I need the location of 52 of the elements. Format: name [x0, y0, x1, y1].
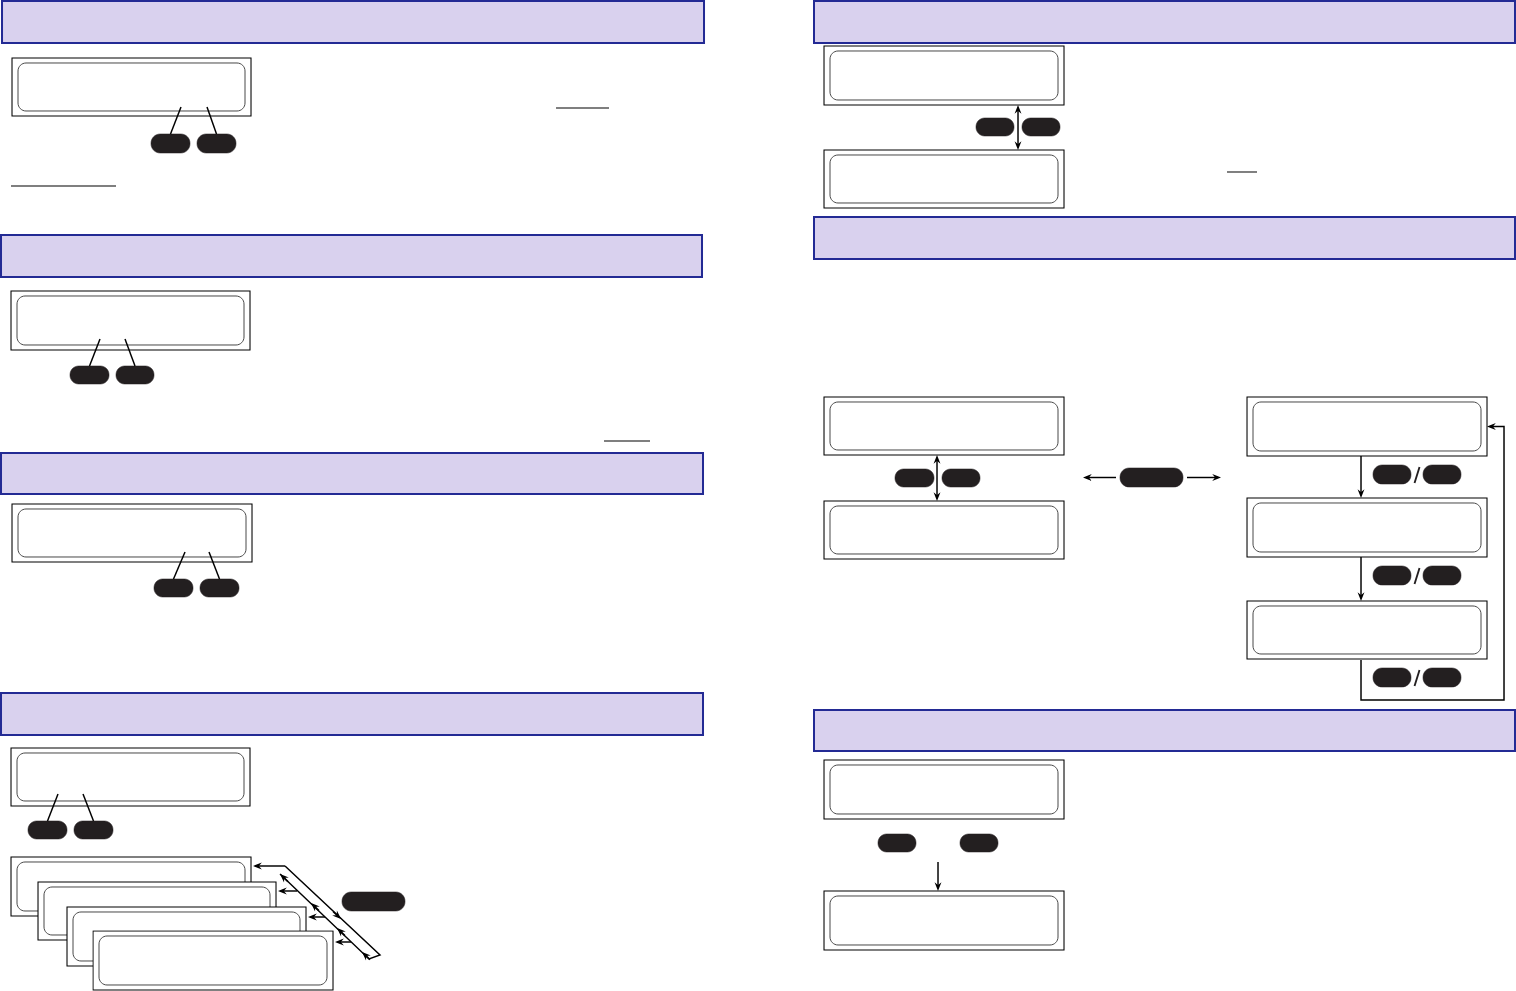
lcd-display	[823, 149, 1065, 209]
button	[894, 468, 935, 488]
button	[1372, 565, 1412, 586]
header-bar	[813, 709, 1516, 752]
header-bar	[1, 0, 705, 44]
lcd-display	[823, 759, 1065, 820]
button	[199, 578, 240, 598]
button	[877, 833, 917, 853]
header-bar	[813, 0, 1516, 44]
header-bar	[813, 216, 1516, 260]
leader-line	[208, 551, 221, 580]
button	[1422, 464, 1462, 485]
button	[975, 117, 1015, 137]
button	[196, 133, 237, 154]
lcd-display	[823, 396, 1065, 456]
lcd-display	[92, 930, 334, 991]
cycle-band	[279, 865, 382, 961]
button	[959, 833, 999, 853]
button	[1422, 565, 1462, 586]
button	[341, 891, 406, 912]
lcd-display	[1246, 600, 1488, 660]
button	[27, 820, 68, 840]
leader-line	[46, 793, 59, 822]
leader-line	[206, 106, 218, 135]
lcd-display	[1246, 396, 1488, 457]
lcd-display	[823, 890, 1065, 951]
lcd-display	[823, 45, 1065, 106]
button	[1372, 464, 1412, 485]
leader-line	[82, 793, 95, 822]
lcd-display	[10, 747, 251, 807]
button	[1372, 667, 1412, 688]
lcd-display	[10, 290, 251, 351]
button	[115, 365, 155, 385]
leader-line	[172, 551, 186, 580]
button	[1021, 117, 1061, 137]
button	[69, 365, 110, 385]
button	[941, 468, 981, 488]
header-bar	[0, 452, 704, 495]
header-bar	[0, 234, 703, 278]
button	[1422, 667, 1462, 688]
lcd-display	[11, 503, 253, 563]
button	[150, 133, 191, 154]
leader-line	[88, 338, 101, 367]
lcd-display	[823, 500, 1065, 560]
leader-line	[124, 338, 136, 367]
button	[73, 820, 114, 840]
lcd-display	[11, 57, 252, 117]
leader-line	[169, 106, 182, 135]
button	[1119, 467, 1184, 488]
lcd-display	[1246, 497, 1488, 558]
header-bar	[0, 692, 704, 736]
button	[153, 578, 194, 598]
